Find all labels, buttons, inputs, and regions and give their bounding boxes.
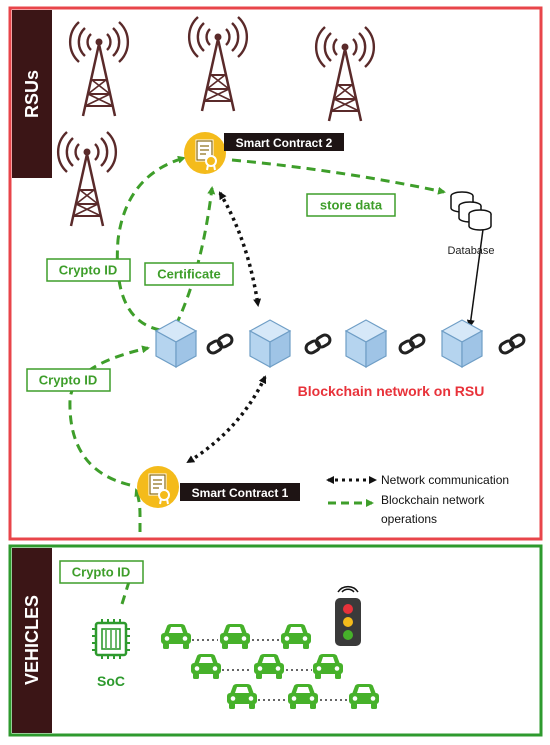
- crypto-id-box: [46, 258, 131, 282]
- flow-contract2-to-database: [231, 158, 446, 195]
- traffic-light-icon: [335, 585, 361, 646]
- block-icon: [441, 319, 483, 368]
- block-icon: [249, 319, 291, 368]
- crypto-id-box: [26, 368, 111, 392]
- chain-link-icon: [496, 331, 528, 357]
- rsu-tower-icon: [187, 15, 249, 113]
- flow-block-to-contract2-crypto: [115, 155, 186, 332]
- legend-blockchain-label: Blockchain network: [381, 493, 485, 507]
- rsu-tower-icon: [314, 25, 376, 123]
- smart-contract-1-label: Smart Contract 1: [192, 486, 289, 500]
- car-icon: [313, 654, 343, 679]
- blockchain-label: Blockchain network on RSU: [298, 383, 485, 399]
- flow-soc-to-contract1: [134, 488, 142, 532]
- flow-block-to-contract2-cert: [174, 186, 216, 326]
- flow-contract1-to-block: [68, 345, 150, 487]
- link-block-contract1: [186, 375, 267, 464]
- soc-chip-icon: [92, 619, 130, 659]
- soc-label: SoC: [97, 673, 125, 689]
- chain-link-icon: [302, 331, 334, 357]
- rsu-frame: [8, 6, 543, 541]
- crypto-id-label: Crypto ID: [39, 373, 98, 388]
- legend-network-label: Network communication: [381, 473, 509, 487]
- crypto-id-label: Crypto ID: [72, 565, 131, 580]
- vehicles-frame: [8, 544, 543, 737]
- block-icon: [345, 319, 387, 368]
- legend-blockchain-label-2: operations: [381, 512, 437, 526]
- smart-contract-2-label-bg: [224, 133, 344, 151]
- rsu-tower-icon: [56, 130, 118, 228]
- chain-link-icon: [396, 331, 428, 357]
- smart-contract-1-label-bg: [180, 483, 300, 501]
- rsu-tower-icon: [68, 20, 130, 118]
- rsu-section-bar: [12, 10, 52, 178]
- car-icon: [227, 684, 257, 709]
- crypto-id-box: [59, 560, 144, 584]
- database-icon: [450, 191, 492, 231]
- car-icon: [161, 624, 191, 649]
- car-links: [192, 639, 348, 701]
- rsu-section-label: RSUs: [22, 70, 42, 118]
- chain-link-icon: [204, 331, 236, 357]
- car-icon: [288, 684, 318, 709]
- link-contract2-block: [218, 191, 262, 307]
- car-icon: [349, 684, 379, 709]
- database-label: Database: [447, 245, 494, 257]
- car-icon: [254, 654, 284, 679]
- car-icon: [281, 624, 311, 649]
- certificate-label: Certificate: [157, 267, 221, 282]
- block-icon: [155, 319, 197, 368]
- car-icon: [220, 624, 250, 649]
- vehicles-section-bar: [12, 548, 52, 733]
- link-database-block: [466, 220, 488, 328]
- smart-contract-2-label: Smart Contract 2: [236, 136, 333, 150]
- store-data-box: [306, 193, 396, 217]
- smart-contract-icon: [136, 465, 180, 509]
- certificate-box: [144, 262, 234, 286]
- crypto-id-label: Crypto ID: [59, 263, 118, 278]
- vehicles-section-label: VEHICLES: [22, 595, 42, 685]
- store-data-label: store data: [320, 198, 383, 213]
- smart-contract-icon: [183, 131, 227, 175]
- car-icon: [191, 654, 221, 679]
- flow-soc-up: [120, 570, 135, 605]
